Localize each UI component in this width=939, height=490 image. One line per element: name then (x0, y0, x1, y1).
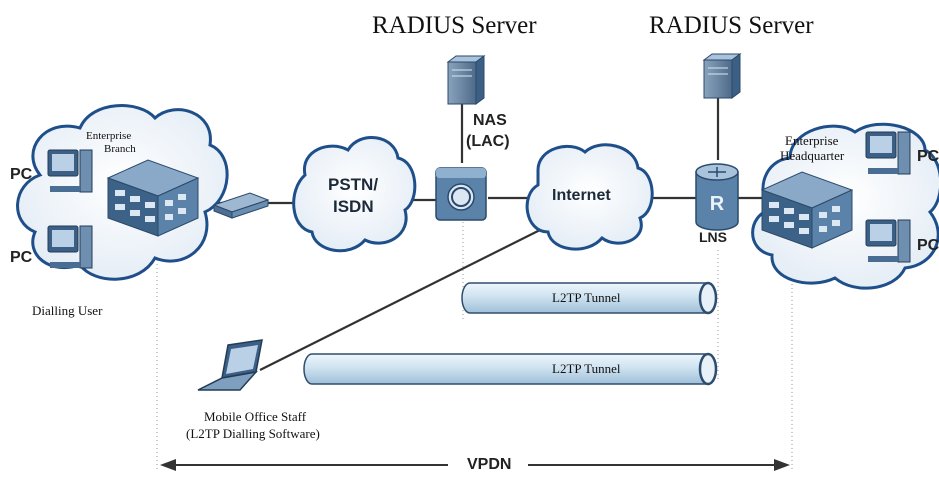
branch-pc-top-label: PC (10, 166, 33, 183)
tunnel-lower-label: L2TP Tunnel (552, 361, 621, 376)
dialling-user-label: Dialling User (32, 303, 103, 318)
modem-icon (212, 192, 270, 219)
radius-server-left-label: RADIUS Server (372, 12, 537, 39)
svg-text:R: R (710, 193, 725, 215)
isdn-label: ISDN (333, 197, 374, 216)
hq-label-line2: Headquarter (780, 148, 845, 163)
hq-pc-top-label: PC (917, 148, 939, 165)
branch-label-line1: Enterprise (86, 130, 132, 142)
internet-label: Internet (552, 187, 611, 204)
nas-device-icon (435, 167, 487, 221)
mobile-staff-label-line2: (L2TP Dialling Software) (186, 426, 320, 441)
guide-lines (156, 222, 793, 470)
lac-label: (LAC) (466, 133, 510, 150)
pstn-label: PSTN/ (328, 175, 379, 194)
vpdn-label: VPDN (467, 456, 512, 473)
hq-label-line1: Enterprise (785, 133, 839, 148)
branch-pc-bottom-icon (47, 225, 93, 269)
internet-cloud (525, 143, 654, 251)
branch-label-line2: Branch (104, 143, 136, 155)
hq-pc-bottom-icon (865, 219, 911, 263)
hq-pc-top-icon (865, 131, 911, 175)
hq-pc-bottom-label: PC (917, 237, 939, 254)
mobile-staff-label-line1: Mobile Office Staff (204, 409, 307, 424)
radius-server-right-label: RADIUS Server (649, 12, 814, 39)
lns-label: LNS (699, 229, 727, 245)
radius-server-left-icon (446, 55, 486, 105)
branch-pc-top-icon (47, 149, 93, 193)
lns-router-icon: R (695, 163, 739, 231)
l2tp-tunnel-lower (303, 352, 718, 386)
nas-label: NAS (473, 112, 507, 129)
hq-building-icon (760, 171, 854, 249)
laptop-icon (197, 339, 263, 391)
tunnel-upper-label: L2TP Tunnel (552, 290, 621, 305)
pstn-cloud (292, 136, 417, 253)
branch-pc-bottom-label: PC (10, 249, 33, 266)
vpdn-span-arrow (160, 459, 790, 471)
branch-building-icon (106, 159, 200, 237)
radius-server-right-icon (702, 53, 742, 99)
l2tp-tunnel-upper (461, 281, 718, 315)
